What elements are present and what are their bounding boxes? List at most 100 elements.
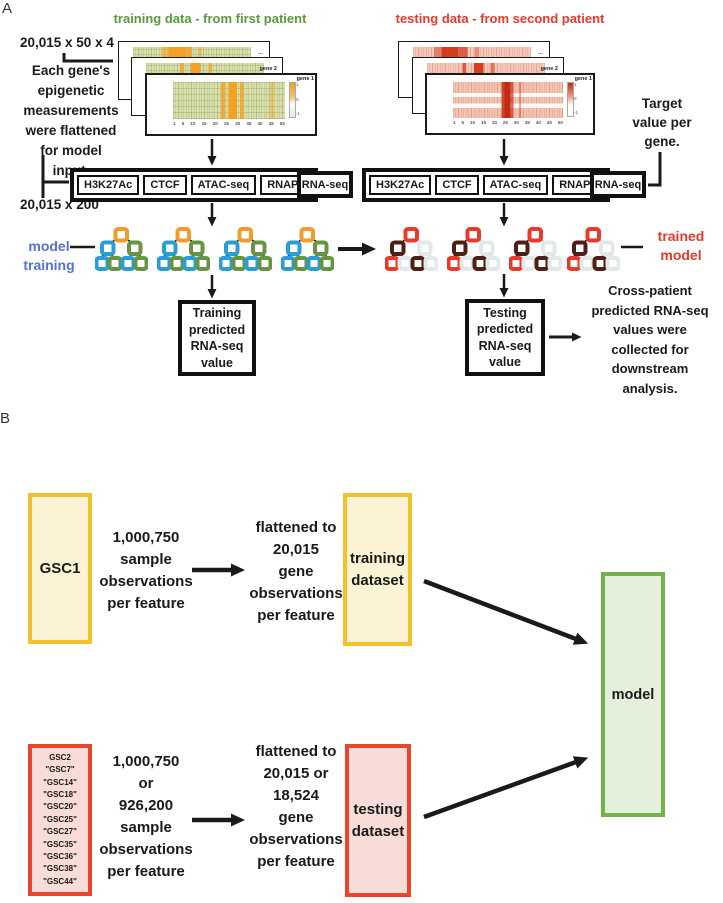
gsc-item: GSC2 — [49, 752, 71, 762]
gsc-item: "GSC25" — [43, 814, 77, 824]
gsc-item: "GSC7" — [45, 765, 75, 775]
x-tick: 40 — [535, 120, 541, 125]
arrow-test-dataset-to-model — [423, 756, 589, 820]
testing-heatmap-front — [453, 82, 563, 118]
testing-rnaseq-box: RNA-seq — [590, 171, 646, 198]
colorbar-tick: -1 — [574, 110, 579, 115]
decision-tree-trained-icon — [566, 227, 621, 271]
x-tick: 5 — [181, 121, 185, 126]
trained-tree-2 — [446, 227, 501, 271]
arrow-train-dataset-to-model — [423, 578, 589, 645]
feature-atacseq: ATAC-seq — [190, 175, 257, 195]
decision-tree-train-icon — [94, 227, 149, 271]
colorbar-tick: 1 — [574, 82, 577, 87]
gene2-label: gene 2 — [259, 66, 277, 72]
training-tree-1 — [94, 227, 149, 271]
training-data-title: training data - from first patient — [113, 11, 307, 26]
trained-tree-4 — [566, 227, 621, 271]
gsc-item: "GSC20" — [43, 802, 77, 812]
target-value-note: Target value per gene. — [632, 96, 692, 149]
x-tick: 40 — [257, 121, 263, 126]
panel-b-label: B — [0, 410, 11, 427]
training-tree-3 — [218, 227, 273, 271]
gene1-label: gene 1 — [296, 76, 314, 82]
feature-h3k27ac: H3K27Ac — [369, 175, 432, 195]
training-dataset-box: training dataset — [343, 493, 412, 646]
gsc-item: "GSC14" — [43, 777, 77, 787]
colorbar-tick: 1 — [296, 82, 299, 87]
trained-model-label: trained model — [657, 228, 705, 263]
model-box: model — [601, 572, 665, 817]
colorbar-tick: 0 — [296, 96, 299, 102]
x-tick: 1 — [453, 120, 456, 125]
testing-dataset-box: testing dataset — [345, 744, 411, 897]
gene-dots-label: ... — [538, 50, 543, 56]
colorbar-tick: 0 — [574, 96, 577, 101]
x-tick: 1 — [173, 121, 176, 126]
x-tick: 35 — [246, 121, 252, 126]
input-dimensions-label: 20,015 x 50 x 4 — [20, 35, 114, 50]
panel-a-label: A — [2, 0, 13, 17]
collect-note: Cross-patient predicted RNA-seq values w… — [591, 283, 709, 396]
decision-tree-train-icon — [156, 227, 211, 271]
gsc-item: "GSC35" — [43, 839, 77, 849]
x-tick: 50 — [557, 120, 563, 125]
target-elbow-connector — [648, 152, 662, 187]
gsc-item: "GSC18" — [43, 789, 77, 799]
testing-data-title: testing data - from second patient — [395, 11, 605, 26]
training-tree-2 — [156, 227, 211, 271]
trained-tree-1 — [384, 227, 439, 271]
decision-tree-trained-icon — [384, 227, 439, 271]
x-tick: 45 — [546, 120, 552, 125]
feature-ctcf: CTCF — [143, 175, 187, 195]
colorbar-ticks: 1 0 -1 — [296, 82, 300, 116]
testing-predicted-box: Testing predicted RNA-seq value — [465, 299, 545, 376]
x-tick: 35 — [524, 120, 530, 125]
test-flatten-note: flattened to 20,015 or 18,524 gene obser… — [249, 743, 343, 870]
gene2-label: gene 2 — [540, 66, 558, 72]
model-training-label: model training — [23, 238, 75, 273]
x-tick: 20 — [212, 121, 218, 126]
training-tree-4 — [280, 227, 335, 271]
testing-colorbar — [567, 82, 574, 117]
x-tick: 30 — [513, 120, 519, 125]
x-tick: 45 — [268, 121, 274, 126]
train-samples-note: 1,000,750 sample observations per featur… — [99, 529, 193, 612]
colorbar-tick: -1 — [296, 111, 301, 116]
x-tick: 25 — [223, 121, 229, 126]
gsc-item: "GSC44" — [43, 876, 77, 886]
x-tick: 50 — [279, 121, 285, 126]
gene1-label: gene 1 — [574, 76, 592, 82]
training-rnaseq-box: RNA-seq — [297, 171, 353, 198]
colorbar-ticks: 1 0 -1 — [574, 82, 578, 115]
feature-h3k27ac: H3K27Ac — [77, 175, 140, 195]
test-samples-note: 1,000,750 or 926,200 sample observations… — [99, 753, 193, 880]
training-feature-group: H3K27Ac CTCF ATAC-seq RNAPII — [70, 168, 319, 202]
decision-tree-train-icon — [218, 227, 273, 271]
feature-ctcf: CTCF — [435, 175, 479, 195]
decision-tree-trained-icon — [508, 227, 563, 271]
testing-feature-group: H3K27Ac CTCF ATAC-seq RNAPII — [362, 168, 611, 202]
x-tick: 20 — [491, 120, 497, 125]
training-predicted-box: Training predicted RNA-seq value — [178, 300, 256, 376]
training-heatmap-front — [173, 82, 285, 119]
gsc-item: "GSC27" — [43, 827, 77, 837]
x-tick: 5 — [461, 120, 464, 125]
x-tick: 10 — [469, 120, 475, 125]
feature-atacseq: ATAC-seq — [482, 175, 549, 195]
x-tick: 15 — [480, 120, 486, 125]
gsc-item: "GSC38" — [43, 864, 77, 874]
trained-tree-3 — [508, 227, 563, 271]
gsc1-box: GSC1 — [28, 493, 92, 644]
dims-bracket — [62, 53, 113, 63]
decision-tree-train-icon — [280, 227, 335, 271]
gene-dots-label: ... — [258, 50, 263, 56]
gsc-cohort-box: GSC2 "GSC7" "GSC14" "GSC18" "GSC20" "GSC25" "G… — [28, 744, 92, 896]
x-tick: 25 — [502, 120, 508, 125]
gsc-item: "GSC36" — [43, 852, 77, 862]
